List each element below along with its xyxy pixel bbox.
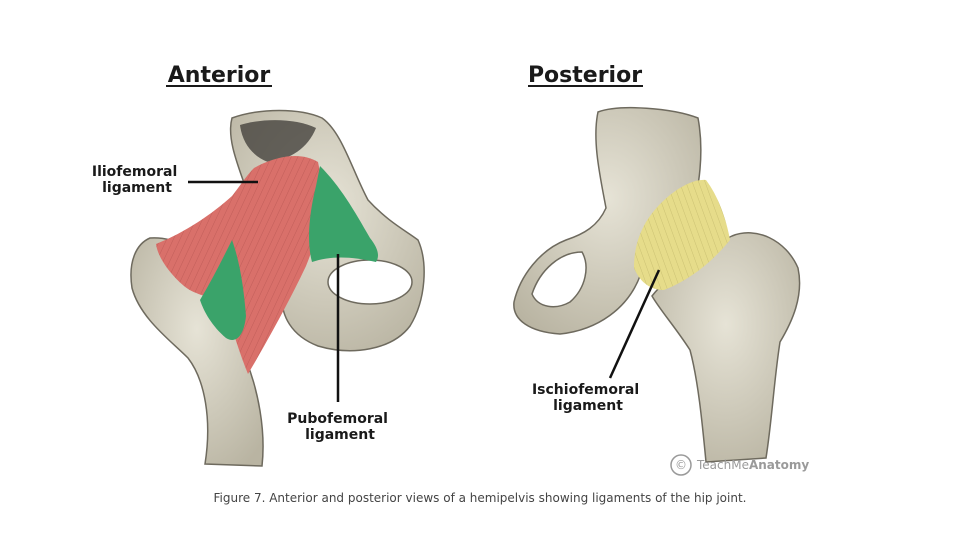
pubofemoral-label-line1: Pubofemoral (287, 411, 388, 427)
pubofemoral-label: Pubofemoral ligament (287, 411, 393, 443)
obturator-foramen (328, 260, 412, 304)
watermark-prefix: TeachMe (696, 458, 749, 472)
anterior-view: Iliofemoral ligament Pubofemoral ligamen… (92, 111, 424, 467)
watermark: © TeachMeAnatomy (671, 455, 809, 475)
ischiofemoral-label-line2: ligament (553, 398, 623, 414)
iliofemoral-label-line2: ligament (102, 180, 172, 196)
pubofemoral-label-line2: ligament (305, 427, 375, 443)
posterior-heading: Posterior (528, 63, 642, 88)
watermark-suffix: Anatomy (749, 458, 809, 472)
iliofemoral-label-line1: Iliofemoral (92, 164, 177, 180)
ischiofemoral-label: Ischiofemoral ligament (532, 382, 644, 414)
posterior-view: Ischiofemoral ligament (514, 108, 800, 462)
ischiofemoral-label-line1: Ischiofemoral (532, 382, 639, 398)
iliofemoral-label: Iliofemoral ligament (92, 164, 182, 196)
watermark-text: TeachMeAnatomy (696, 458, 809, 472)
figure-caption: Figure 7. Anterior and posterior views o… (0, 491, 960, 505)
anterior-heading: Anterior (168, 63, 271, 88)
copyright-symbol: © (675, 458, 687, 472)
